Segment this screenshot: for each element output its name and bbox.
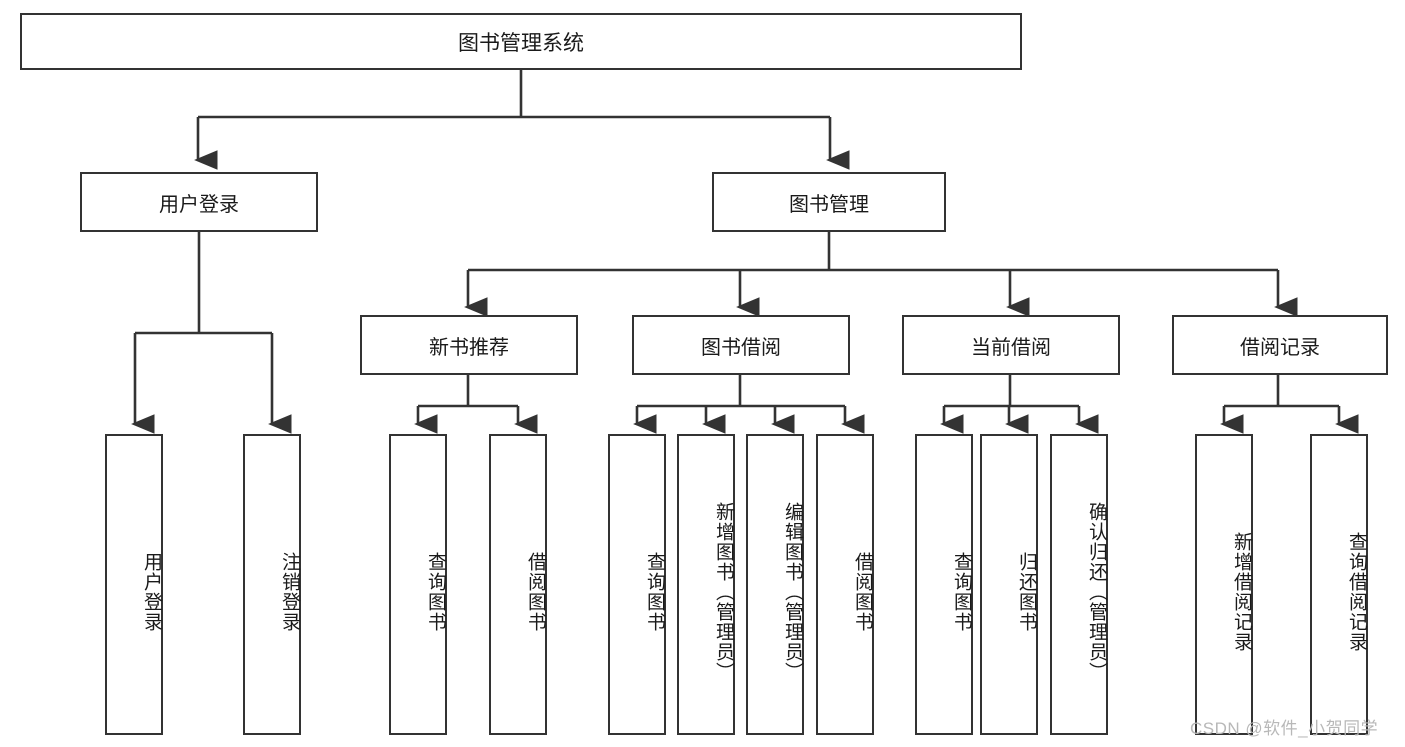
node-leaf-query-book-2-label: 查询图书 [644,551,665,632]
node-leaf-logout[interactable]: 注销登录 [243,434,301,735]
node-root-title-label: 图书管理系统 [458,31,584,55]
node-book-manage-label: 图书管理 [789,193,869,216]
node-book-manage[interactable]: 图书管理 [712,172,946,232]
node-new-book-recommend[interactable]: 新书推荐 [360,315,578,375]
node-user-login[interactable]: 用户登录 [80,172,318,232]
node-leaf-add-book-label: 新增图书（管理员） [713,501,734,682]
node-leaf-logout-label: 注销登录 [279,551,300,632]
node-leaf-user-login-label: 用户登录 [141,551,162,632]
node-leaf-borrow-book-2-label: 借阅图书 [852,551,873,632]
node-leaf-query-record[interactable]: 查询借阅记录 [1310,434,1368,735]
node-leaf-edit-book[interactable]: 编辑图书（管理员） [746,434,804,735]
node-leaf-confirm-return[interactable]: 确认归还（管理员） [1050,434,1108,735]
node-user-login-label: 用户登录 [159,193,239,216]
node-leaf-borrow-book-1-label: 借阅图书 [525,551,546,632]
node-book-borrow-label: 图书借阅 [701,336,781,359]
node-leaf-user-login[interactable]: 用户登录 [105,434,163,735]
node-borrow-record-label: 借阅记录 [1240,336,1320,359]
node-book-borrow[interactable]: 图书借阅 [632,315,850,375]
node-leaf-query-book-3[interactable]: 查询图书 [915,434,973,735]
node-leaf-add-record[interactable]: 新增借阅记录 [1195,434,1253,735]
node-current-borrow[interactable]: 当前借阅 [902,315,1120,375]
node-root-title[interactable]: 图书管理系统 [20,13,1022,70]
node-leaf-query-book-3-label: 查询图书 [951,551,972,632]
node-leaf-query-book-2[interactable]: 查询图书 [608,434,666,735]
node-leaf-query-book-1-label: 查询图书 [425,551,446,632]
node-leaf-confirm-return-label: 确认归还（管理员） [1086,501,1107,682]
node-leaf-add-record-label: 新增借阅记录 [1231,531,1252,652]
node-leaf-query-record-label: 查询借阅记录 [1346,531,1367,652]
node-leaf-borrow-book-2[interactable]: 借阅图书 [816,434,874,735]
node-leaf-return-book-label: 归还图书 [1016,551,1037,632]
node-leaf-return-book[interactable]: 归还图书 [980,434,1038,735]
node-leaf-query-book-1[interactable]: 查询图书 [389,434,447,735]
csdn-watermark: CSDN @软件_小贺同学 [1190,719,1379,738]
node-leaf-edit-book-label: 编辑图书（管理员） [782,501,803,682]
node-current-borrow-label: 当前借阅 [971,336,1051,359]
node-leaf-add-book[interactable]: 新增图书（管理员） [677,434,735,735]
node-borrow-record[interactable]: 借阅记录 [1172,315,1388,375]
node-new-book-recommend-label: 新书推荐 [429,336,509,359]
node-leaf-borrow-book-1[interactable]: 借阅图书 [489,434,547,735]
